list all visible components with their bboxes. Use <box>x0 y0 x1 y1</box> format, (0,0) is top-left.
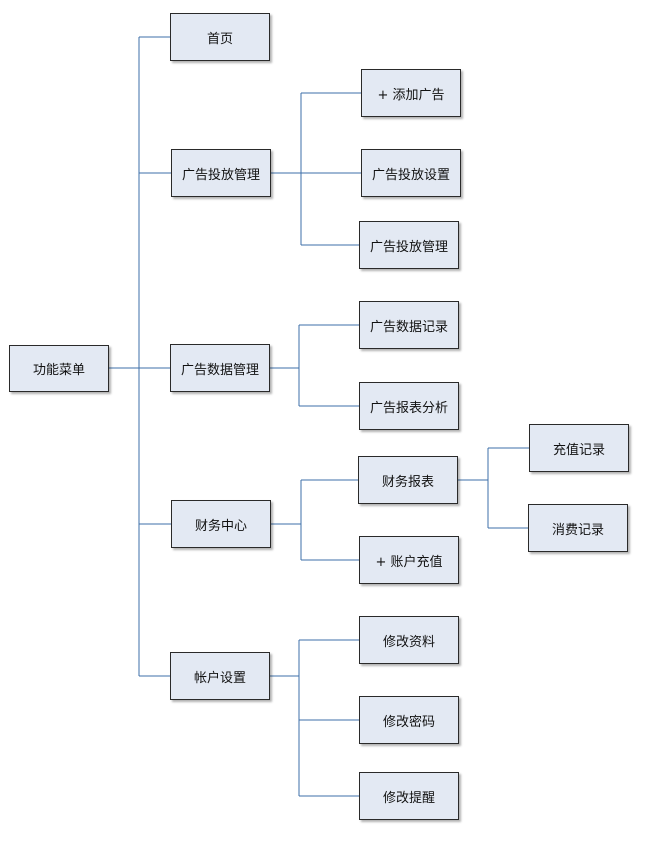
menu-node-ad-report-analysis[interactable]: 广告报表分析 <box>359 382 459 430</box>
menu-node-home[interactable]: 首页 <box>170 13 270 61</box>
menu-node-edit-reminders[interactable]: 修改提醒 <box>359 772 459 820</box>
menu-node-ad-data-records[interactable]: 广告数据记录 <box>359 301 459 349</box>
menu-node-change-password[interactable]: 修改密码 <box>359 696 459 744</box>
menu-node-edit-profile[interactable]: 修改资料 <box>359 616 459 664</box>
menu-node-account-recharge[interactable]: + 账户充值 <box>359 536 459 584</box>
menu-node-ad-delivery-settings[interactable]: 广告投放设置 <box>361 149 461 197</box>
connector-finance <box>271 479 359 561</box>
menu-node-recharge-records[interactable]: 充值记录 <box>529 424 629 472</box>
connector-root <box>109 36 171 677</box>
menu-node-account[interactable]: 帐户设置 <box>170 652 270 700</box>
connector-ad-delivery <box>271 92 361 246</box>
menu-node-finance-report[interactable]: 财务报表 <box>358 456 458 504</box>
menu-node-add-ad[interactable]: + 添加广告 <box>361 69 461 117</box>
menu-node-finance[interactable]: 财务中心 <box>171 500 271 548</box>
connector-finance-report <box>458 447 529 529</box>
connector-ad-data <box>270 324 359 407</box>
menu-node-ad-data[interactable]: 广告数据管理 <box>170 344 270 392</box>
menu-node-consumption-records[interactable]: 消费记录 <box>528 504 628 552</box>
menu-node-ad-delivery-manage[interactable]: 广告投放管理 <box>359 221 459 269</box>
menu-node-ad-delivery[interactable]: 广告投放管理 <box>171 149 271 197</box>
root-node[interactable]: 功能菜单 <box>9 345 109 392</box>
connector-account <box>270 639 359 797</box>
